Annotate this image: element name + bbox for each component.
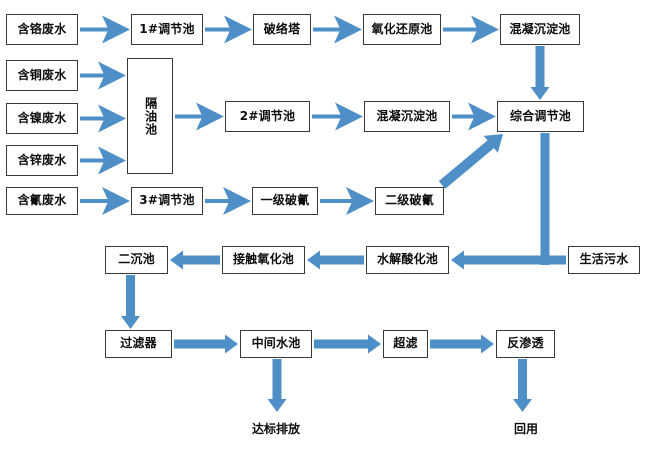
edge-cnbreak2-to-comprehensive	[438, 134, 503, 189]
node-label: 含镍废水	[17, 110, 67, 125]
node-coag_sed_1[interactable]: 混凝沉淀池	[500, 14, 580, 45]
node-adjust2[interactable]: 2#调节池	[225, 101, 310, 132]
edge-domestic-to-hydrolysis	[451, 250, 566, 270]
node-cyanide_ww[interactable]: 含氰废水	[6, 187, 78, 215]
edge-midtank-to-ultrafilter	[314, 334, 381, 354]
node-filter[interactable]: 过滤器	[105, 330, 172, 358]
node-label: 混凝沉淀池	[509, 21, 571, 36]
node-cn_break_2[interactable]: 二级破氰	[375, 187, 444, 215]
node-label: 氧化还原池	[371, 21, 433, 36]
node-label: 混凝沉淀池	[376, 108, 438, 123]
node-label: 含氰废水	[17, 193, 67, 208]
node-coag_sed_2[interactable]: 混凝沉淀池	[364, 101, 450, 132]
output-label-text: 回用	[513, 421, 538, 436]
edge-midtank-to-discharge	[267, 359, 287, 412]
node-reverse_osmosis[interactable]: 反渗透	[496, 330, 555, 358]
node-label: 含铜废水	[17, 67, 67, 82]
node-ultrafilter[interactable]: 超滤	[383, 330, 428, 358]
node-decomplex_tower[interactable]: 破络塔	[253, 14, 311, 45]
node-redox_tank[interactable]: 氧化还原池	[363, 14, 441, 45]
edge-contactoxid-to-secsed	[170, 250, 220, 270]
node-label: 3#调节池	[139, 193, 195, 208]
edge-coagsed1-to-comprehensive	[530, 46, 550, 100]
node-adjust3[interactable]: 3#调节池	[131, 187, 203, 215]
node-label: 综合调节池	[509, 108, 571, 123]
node-label: 水解酸化池	[376, 252, 438, 267]
node-label: 含铬废水	[17, 21, 67, 36]
edge-ro-to-reuse	[513, 359, 532, 412]
node-label: 破络塔	[263, 21, 301, 36]
node-label: 二沉池	[118, 252, 155, 267]
node-label: 生活污水	[579, 252, 629, 267]
node-domestic_ww[interactable]: 生活污水	[568, 246, 640, 274]
node-label: 超滤	[393, 336, 418, 351]
node-comprehensive[interactable]: 综合调节池	[497, 101, 584, 132]
node-label: 1#调节池	[139, 21, 195, 36]
node-hydrolysis[interactable]: 水解酸化池	[366, 246, 449, 274]
node-nickel_ww[interactable]: 含镍废水	[6, 103, 78, 134]
node-chrome_ww[interactable]: 含铬废水	[6, 14, 78, 45]
edge-hydrolysis-to-contactoxid	[307, 250, 364, 270]
output-label-reuse: 回用	[508, 418, 544, 438]
node-cn_break_1[interactable]: 一级破氰	[252, 187, 318, 215]
node-label: 隔油池	[143, 96, 158, 136]
node-adjust1[interactable]: 1#调节池	[131, 14, 203, 45]
output-label-discharge: 达标排放	[242, 418, 310, 438]
node-contact_oxid[interactable]: 接触氧化池	[222, 246, 305, 274]
edge-filter-to-midtank	[174, 334, 238, 354]
node-zinc_ww[interactable]: 含锌废水	[6, 145, 78, 176]
edge-ultrafilter-to-ro	[430, 334, 494, 354]
node-mid_tank[interactable]: 中间水池	[240, 330, 312, 358]
node-label: 二级破氰	[385, 193, 434, 208]
node-label: 中间水池	[251, 336, 301, 351]
node-oil_separator[interactable]: 隔油池	[127, 58, 173, 174]
node-copper_ww[interactable]: 含铜废水	[6, 60, 78, 91]
node-label: 2#调节池	[239, 108, 296, 123]
node-sec_sed[interactable]: 二沉池	[105, 246, 168, 274]
output-label-text: 达标排放	[251, 421, 300, 436]
node-label: 接触氧化池	[232, 252, 294, 267]
edge-comprehensive-down-shaft	[540, 133, 550, 265]
node-label: 含锌废水	[17, 152, 67, 167]
node-label: 一级破氰	[260, 193, 310, 208]
edge-secsed-to-filter	[121, 275, 140, 329]
node-label: 过滤器	[120, 336, 157, 351]
node-label: 反渗透	[507, 336, 544, 351]
